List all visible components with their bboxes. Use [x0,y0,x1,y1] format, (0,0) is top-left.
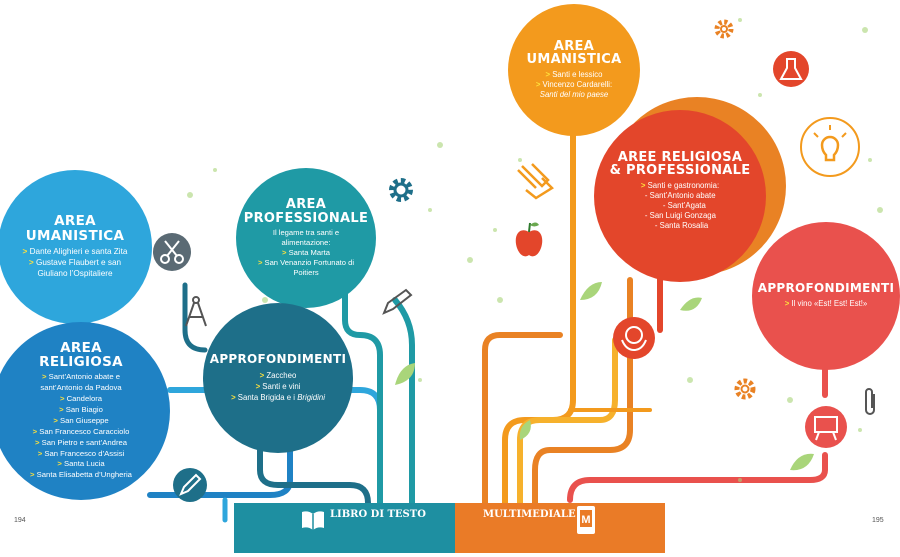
title-line: AREA [54,213,96,230]
list-item: > Santa Lucia [57,459,105,469]
apple-icon [515,222,543,257]
list-item: > San Biagio [59,404,103,414]
list-item: > Santi e lessico [545,69,603,79]
globe-hands-icon [613,317,655,359]
title-line: AREE RELIGIOSA [617,149,743,165]
leaf-icon [580,282,602,300]
gear-icon [714,19,734,39]
list-item: > Gustave Flaubert e san Giuliano l’Ospi… [28,258,122,279]
libro-di-testo-label: LIBRO DI TESTO [330,509,426,520]
list-item: - Sant’Antonio abate [644,190,716,200]
list-item: > Il vino «Est! Est! Est!» [784,298,868,308]
leaf-icon [519,420,531,440]
approfondimenti-right: APPROFONDIMENTI > Il vino «Est! Est! Est… [752,222,900,370]
paperclip-icon [865,388,875,415]
title-line: AREA [553,38,595,54]
list-item: > San Pietro e sant’Andrea [34,437,128,447]
list-item: > Santa Marta [282,248,330,258]
scissors-icon [153,233,191,271]
area-religiosa-left: AREA RELIGIOSA > Sant’Antonio abate e sa… [0,322,170,500]
list-item: > Dante Alighieri e santa Zita [22,246,128,256]
list-item: > San Francesco d’Assisi [37,448,125,458]
list-item: - San Luigi Gonzaga [644,211,716,221]
svg-text:M: M [581,514,590,526]
pencil-icon [382,288,413,315]
title-line: AREA [60,339,102,356]
list-item: > Vincenzo Cardarelli: [535,80,613,90]
title-line: RELIGIOSA [39,353,123,370]
easel-icon [805,406,847,448]
pencil-icon [173,468,207,502]
list-item: > San Francesco Caracciolo [32,426,130,436]
aree-religiosa-professionale-right: AREE RELIGIOSA & PROFESSIONALE > Santi e… [594,110,766,282]
title-line: APPROFONDIMENTI [209,351,347,366]
list-item: > Santi e vini [255,381,301,391]
list-item: > Zaccheo [259,371,297,381]
list-item: > Candelora [59,393,103,403]
compass-icon [185,296,207,327]
list-item: > Santa Brigida e i Brigidini [231,392,325,402]
gear-icon [389,178,413,202]
lightbulb-icon [800,117,860,177]
multimediale-label: MULTIMEDIALE [483,509,576,520]
list-item: > San Venanzio Fortunato di Poitiers [257,258,355,277]
list-item: - Sant’Agata [662,201,706,211]
mobile-icon: M [577,506,595,534]
title-line: AREA [285,197,327,213]
leaf-icon [790,453,814,471]
area-umanistica-right: AREA UMANISTICA > Santi e lessico > Vinc… [508,4,640,136]
list-item: > Sant’Antonio abate e sant’Antonio da P… [40,371,122,392]
title-line: PROFESSIONALE [243,210,369,226]
list-item: Santi del mio paese [539,90,609,100]
leaf-icon [395,363,415,385]
list-item: > San Giuseppe [53,415,109,425]
list-item: - Santa Rosalia [654,221,709,231]
book-icon [302,511,324,530]
intro-text: Il legame tra santi e alimentazione: [272,228,340,248]
area-professionale-left: AREA PROFESSIONALE Il legame tra santi e… [236,168,376,308]
multimediale-bar[interactable]: MULTIMEDIALE M [455,503,665,553]
list-item: > Santi e gastronomia: [640,180,720,190]
page-number-right: 195 [872,517,884,524]
gear-icon [734,378,756,400]
title-line: APPROFONDIMENTI [757,281,895,296]
leaf-icon [680,297,702,311]
approfondimenti-left: APPROFONDIMENTI > Zaccheo > Santi e vini… [203,303,353,453]
title-line: UMANISTICA [526,52,622,68]
hand-pointer-icon [517,163,554,200]
title-line: UMANISTICA [25,227,125,244]
page-number-left: 194 [14,517,26,524]
title-line: & PROFESSIONALE [609,163,751,179]
list-item: > Santa Elisabetta d’Ungheria [30,470,132,480]
area-umanistica-left: AREA UMANISTICA > Dante Alighieri e sant… [0,170,152,324]
flask-icon [773,51,809,87]
libro-di-testo-bar[interactable]: LIBRO DI TESTO [234,503,455,553]
